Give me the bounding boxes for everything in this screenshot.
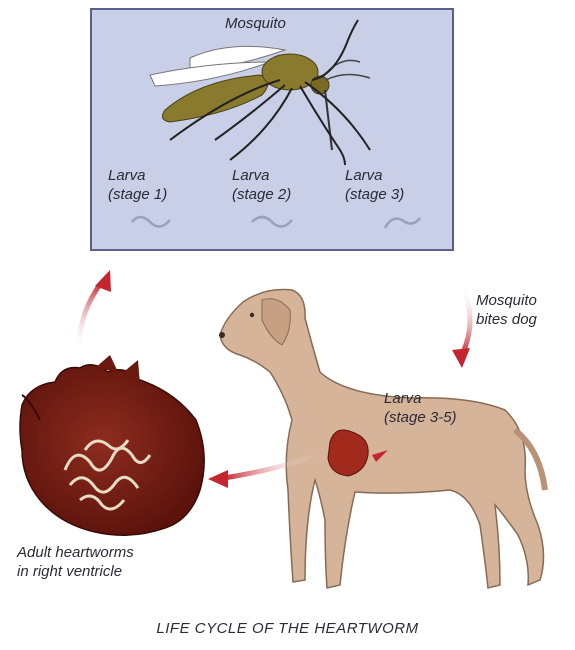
heart-with-heartworms-icon [20, 355, 204, 535]
larva-stage2-label: Larva (stage 2) [232, 166, 291, 204]
arrow-heart-to-mosquito [78, 270, 111, 350]
mosquito-title: Mosquito [225, 14, 286, 33]
mosquito-panel [91, 9, 453, 250]
diagram-caption: LIFE CYCLE OF THE HEARTWORM [0, 620, 575, 637]
larva-stage1-label: Larva (stage 1) [108, 166, 167, 204]
dog-icon [219, 290, 545, 589]
dog-larva-label: Larva (stage 3-5) [384, 389, 457, 427]
transmission-label: Mosquito bites dog [476, 291, 537, 329]
heart-label: Adult heartworms in right ventricle [17, 543, 134, 581]
larva-stage3-label: Larva (stage 3) [345, 166, 404, 204]
arrow-mosquito-to-dog [452, 285, 470, 368]
